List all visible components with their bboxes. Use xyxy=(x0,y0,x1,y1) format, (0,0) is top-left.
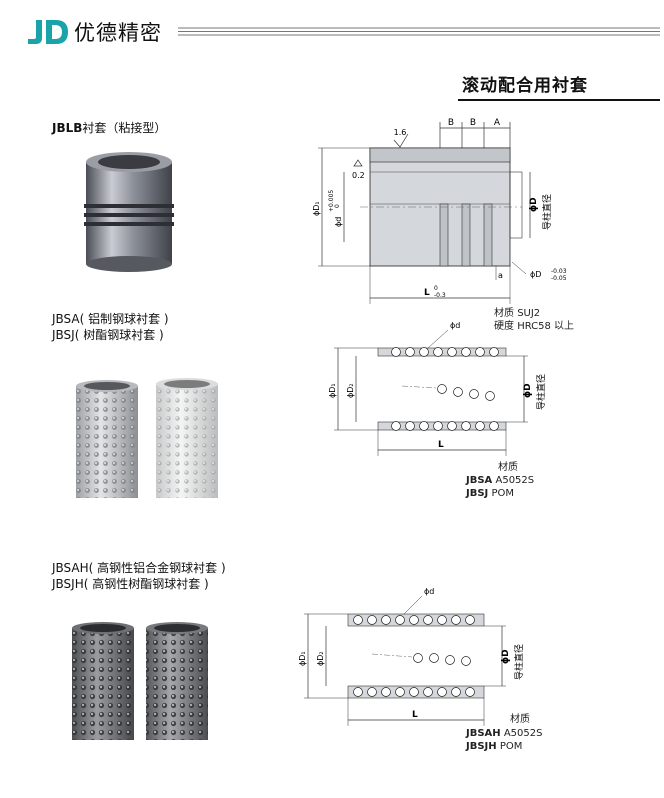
jbsa-materials-title: 材质 xyxy=(498,462,518,473)
guide-diameter-label: 导柱直径 xyxy=(541,194,553,230)
jblb-bushing-photo xyxy=(84,152,174,272)
dim-d: ϕd xyxy=(450,321,460,330)
jbsjh-material-1: JBSJH POM xyxy=(466,741,523,752)
dim-big-d: ϕD xyxy=(523,383,533,398)
dim-length: L xyxy=(438,440,444,450)
dim-d-tol-upper: +0.005 xyxy=(328,190,335,212)
jbsa-label: JBSA( 铝制钢球衬套 ) xyxy=(52,312,169,327)
section-title: 滚动配合用衬套 xyxy=(462,76,588,96)
jbsjh-desc: ( 高钢性树酯钢球衬套 ) xyxy=(83,577,209,591)
jbsjh-code: JBSJH xyxy=(52,577,84,591)
roughness-value: 1.6 xyxy=(394,128,407,137)
dim-d: ϕd xyxy=(424,587,434,596)
jbsj-code: JBSJ xyxy=(52,328,75,342)
dim-d-tol-lower: 0 xyxy=(334,204,341,208)
jblb-technical-drawing: B B A 1.6 0.2 ϕD₁ ϕd +0.005 0 ϕD 导柱直径 a … xyxy=(312,118,567,304)
jbsa-desc: ( 铝制钢球衬套 ) xyxy=(79,312,169,326)
guide-diameter-label: 导柱直径 xyxy=(513,644,525,680)
dim-od-tol-upper: -0.03 xyxy=(551,268,567,275)
jbsj-material-1: JBSJ POM xyxy=(466,488,514,499)
dim-d1: ϕD₁ xyxy=(312,201,321,216)
dim-length-tol-upper: 0 xyxy=(434,285,438,292)
jblb-material-2: 硬度 HRC58 以上 xyxy=(494,321,575,332)
section-underline xyxy=(458,99,660,101)
dim-d2: ϕD₂ xyxy=(346,383,355,398)
jbsah-jbsjh-cage-photo xyxy=(72,622,208,740)
dim-d1: ϕD₁ xyxy=(328,383,337,398)
flatness-value: 0.2 xyxy=(352,171,365,180)
dim-length: L xyxy=(424,288,430,298)
jblb-label: JBLB衬套（粘接型） xyxy=(52,121,166,136)
jblb-material-1: 材质 SUJ2 xyxy=(494,308,541,319)
brand-name: 优德精密 xyxy=(74,21,162,45)
jbsa-material-1: JBSA A5052S xyxy=(466,475,535,486)
dim-a-small: a xyxy=(498,271,503,280)
dim-d2: ϕD₂ xyxy=(316,651,325,666)
jbsah-technical-drawing: ϕd ϕD₁ ϕD₂ ϕD 导柱直径 L xyxy=(298,587,525,726)
dim-big-d: ϕD xyxy=(501,649,511,664)
jblb-code: JBLB xyxy=(52,121,83,135)
dim-a: A xyxy=(494,118,501,128)
dim-length: L xyxy=(412,710,418,720)
dim-b2: B xyxy=(470,118,476,128)
jbsa-technical-drawing: ϕd ϕD₁ ϕD₂ ϕD 导柱直径 L xyxy=(328,321,547,456)
jbsj-label: JBSJ( 树酯钢球衬套 ) xyxy=(52,328,164,343)
dim-od: ϕD xyxy=(530,270,541,279)
jbsa-jbsj-cage-photo xyxy=(76,378,218,498)
jblb-desc: 衬套（粘接型） xyxy=(82,121,167,135)
jbsah-desc: ( 高钢性铝合金钢球衬套 ) xyxy=(88,561,226,575)
dim-length-tol-lower: -0.3 xyxy=(434,292,446,299)
dim-d1: ϕD₁ xyxy=(298,651,307,666)
jbsj-desc: ( 树酯钢球衬套 ) xyxy=(74,328,164,342)
jbsah-code: JBSAH xyxy=(52,561,89,575)
header-rule xyxy=(178,27,660,36)
brand-logo xyxy=(28,20,68,44)
jbsah-materials-title: 材质 xyxy=(510,714,530,725)
dim-d: ϕd xyxy=(334,217,343,227)
dim-big-d: ϕD xyxy=(529,197,539,212)
jbsah-material-1: JBSAH A5052S xyxy=(466,728,543,739)
guide-diameter-label: 导柱直径 xyxy=(535,374,547,410)
jbsjh-label: JBSJH( 高钢性树酯钢球衬套 ) xyxy=(52,577,209,592)
jbsah-label: JBSAH( 高钢性铝合金钢球衬套 ) xyxy=(52,561,226,576)
dim-b1: B xyxy=(448,118,454,128)
dim-od-tol-lower: -0.05 xyxy=(551,275,567,282)
jbsa-code: JBSA xyxy=(52,312,80,326)
